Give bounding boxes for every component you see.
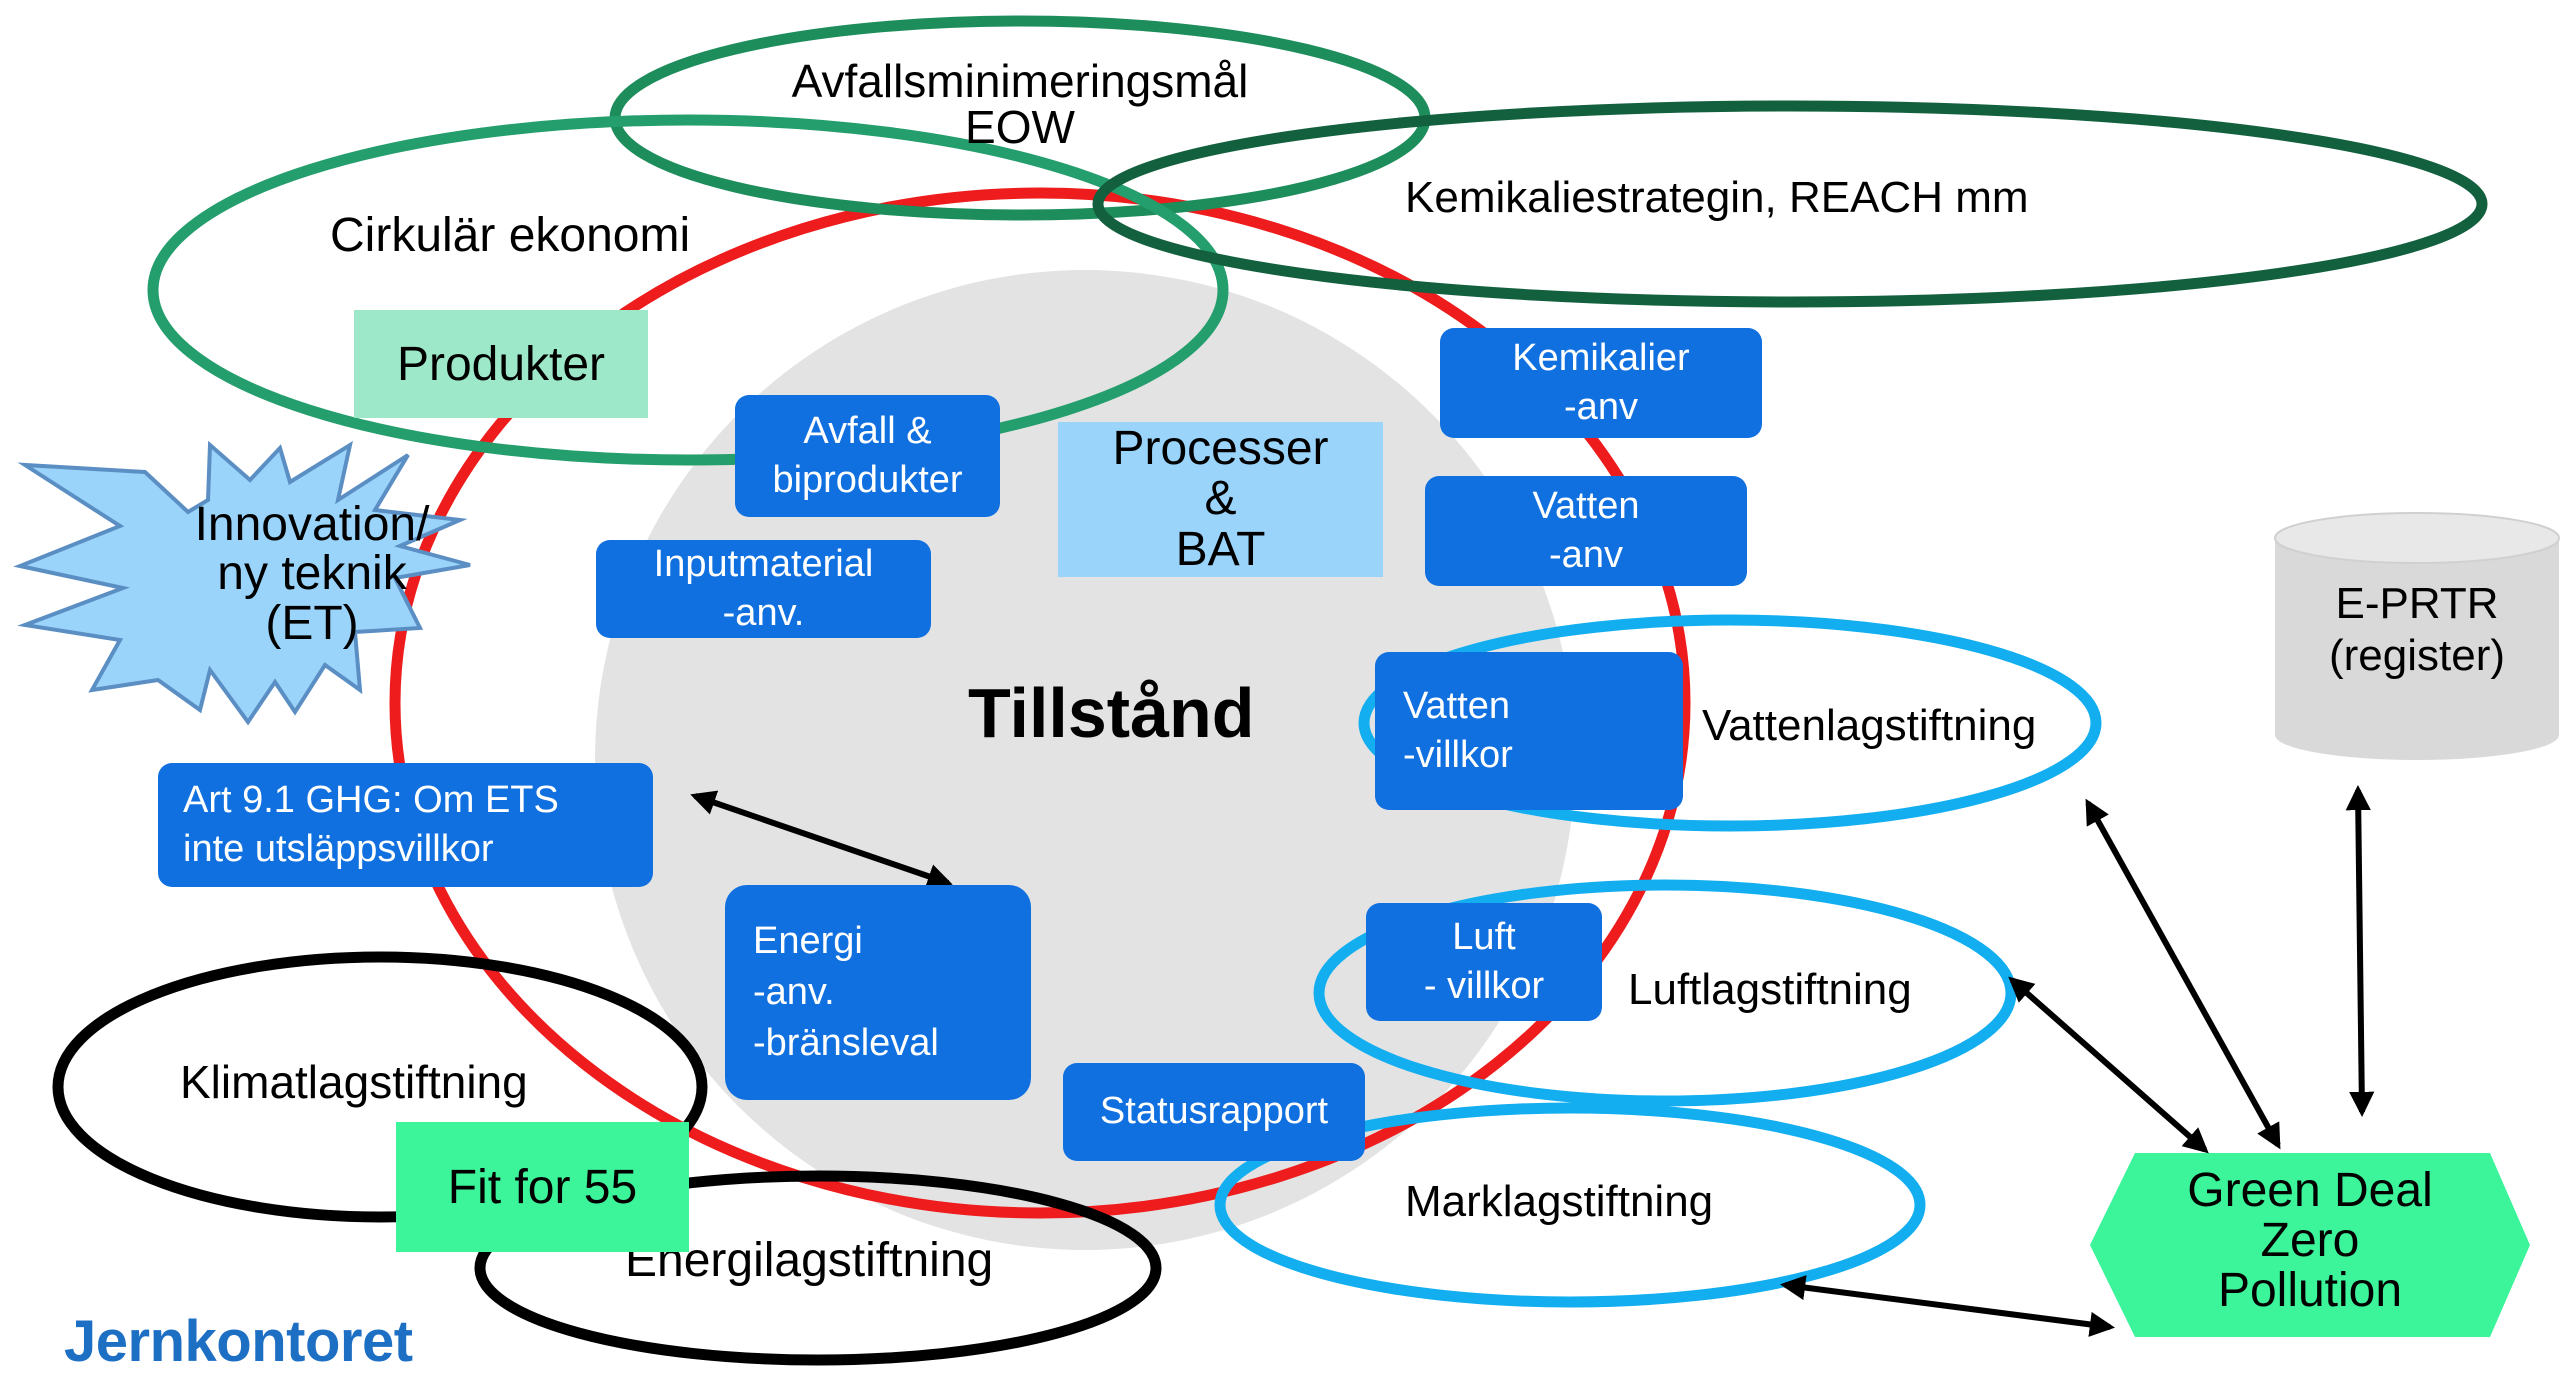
- innovation-line2: ny teknik: [217, 547, 407, 601]
- energi-line1: Energi: [753, 919, 863, 962]
- eprtr-cylinder: [2275, 538, 2559, 760]
- art91-box: Art 9.1 GHG: Om ETS inte utsläppsvillkor: [158, 763, 653, 887]
- energi-line2: -anv.: [753, 970, 835, 1013]
- innovation-star: [13, 440, 471, 726]
- arrow-vattenlag-greendeal: [2085, 798, 2281, 1150]
- cirkular-label: Cirkulär ekonomi: [330, 209, 691, 262]
- energilag-ellipse: [474, 1170, 1162, 1366]
- processer-label-line2: &: [1204, 472, 1237, 526]
- innovation-line1: Innovation/: [194, 498, 430, 551]
- eprtr-line2: (register): [2328, 630, 2506, 680]
- eprtr-line1: E-PRTR: [2335, 579, 2499, 628]
- vatten-villkor-box: Vatten -villkor: [1375, 652, 1683, 810]
- innovation-label: Innovation/ ny teknik (ET): [194, 498, 430, 650]
- avfall-label: Avfallsminimeringsmål EOW: [792, 58, 1249, 150]
- luft-villkor-box: Luft - villkor: [1366, 903, 1602, 1021]
- statusrapport-box: Statusrapport: [1063, 1063, 1365, 1161]
- processer-box: Processer & BAT: [1058, 422, 1383, 577]
- luft-villkor-line2: - villkor: [1423, 965, 1545, 1007]
- inputmaterial-line1: Inputmaterial: [653, 542, 874, 585]
- avfall-biprodukter-box: Avfall & biprodukter: [735, 395, 1000, 517]
- avfall-biprodukter-line2: biprodukter: [772, 459, 963, 501]
- processer-label-line1: Processer: [1112, 421, 1329, 475]
- marklag-ellipse: [1214, 1102, 1926, 1308]
- vattenlag-ellipse: [1358, 614, 2102, 832]
- produkter-box: Produkter: [354, 310, 648, 418]
- vatten-anv-line1: Vatten: [1532, 484, 1640, 527]
- inputmaterial-box: Inputmaterial -anv.: [596, 540, 931, 638]
- green-deal-line2: Zero: [2260, 1213, 2360, 1267]
- luft-villkor-line1: Luft: [1452, 915, 1516, 958]
- statusrapport-label: Statusrapport: [1099, 1090, 1329, 1133]
- avfall-biprodukter-line1: Avfall &: [803, 409, 932, 452]
- kemikalier-line2: -anv: [1564, 386, 1638, 428]
- green-deal-label: Green Deal Zero Pollution: [2187, 1166, 2432, 1316]
- kemikaliestrategi-ellipse: [1092, 100, 2488, 308]
- energi-line3: -bränsleval: [753, 1022, 939, 1065]
- arrow-marklag-greendeal: [1780, 1275, 2115, 1337]
- inputmaterial-line2: -anv.: [722, 592, 805, 634]
- green-deal-line3: Pollution: [2217, 1263, 2403, 1317]
- energi-box: Energi -anv. -bränsleval: [725, 885, 1031, 1100]
- vatten-villkor-line2: -villkor: [1403, 734, 1513, 776]
- green-deal-hexagon: [2090, 1153, 2530, 1337]
- klimatlag-label: Klimatlagstiftning: [180, 1056, 528, 1108]
- avfall-label-line1: Avfallsminimeringsmål: [791, 55, 1249, 107]
- green-deal-line1: Green Deal: [2187, 1164, 2433, 1217]
- fit-for-55-label: Fit for 55: [447, 1160, 638, 1214]
- marklag-label: Marklagstiftning: [1405, 1177, 1714, 1226]
- eprtr-label: E-PRTR (register): [2329, 578, 2505, 682]
- art91-line1: Art 9.1 GHG: Om ETS: [183, 778, 559, 821]
- kemikaliestrategi-label: Kemikaliestrategin, REACH mm: [1405, 173, 2029, 222]
- vatten-anv-line2: -anv: [1549, 534, 1623, 576]
- arrow-art91-energi: [690, 790, 953, 889]
- cirkular-ellipse: [147, 114, 1229, 466]
- center-title: Tillstånd: [968, 674, 1255, 752]
- luftlag-label: Luftlagstiftning: [1628, 965, 1912, 1014]
- klimatlag-ellipse: [52, 951, 708, 1223]
- arrow-eprtr-greendeal: [2345, 784, 2375, 1118]
- processer-label-line3: BAT: [1175, 522, 1266, 576]
- arrow-luftlag-greendeal: [2008, 976, 2209, 1154]
- jernkontoret-logo: Jernkontoret: [64, 1309, 413, 1374]
- eprtr-cylinder-top: [2274, 512, 2560, 564]
- kemikalier-line1: Kemikalier: [1512, 336, 1690, 379]
- vattenlag-label: Vattenlagstiftning: [1702, 701, 2037, 750]
- innovation-line3: (ET): [265, 596, 359, 650]
- art91-line2: inte utsläppsvillkor: [183, 828, 494, 870]
- tillstand-circle: [389, 187, 1691, 1219]
- vatten-anv-box: Vatten -anv: [1425, 476, 1747, 586]
- produkter-label: Produkter: [396, 337, 606, 391]
- fit-for-55-box: Fit for 55: [396, 1122, 689, 1252]
- avfall-label-line2: EOW: [965, 101, 1075, 153]
- vatten-villkor-line1: Vatten: [1403, 684, 1511, 727]
- kemikalier-box: Kemikalier -anv: [1440, 328, 1762, 438]
